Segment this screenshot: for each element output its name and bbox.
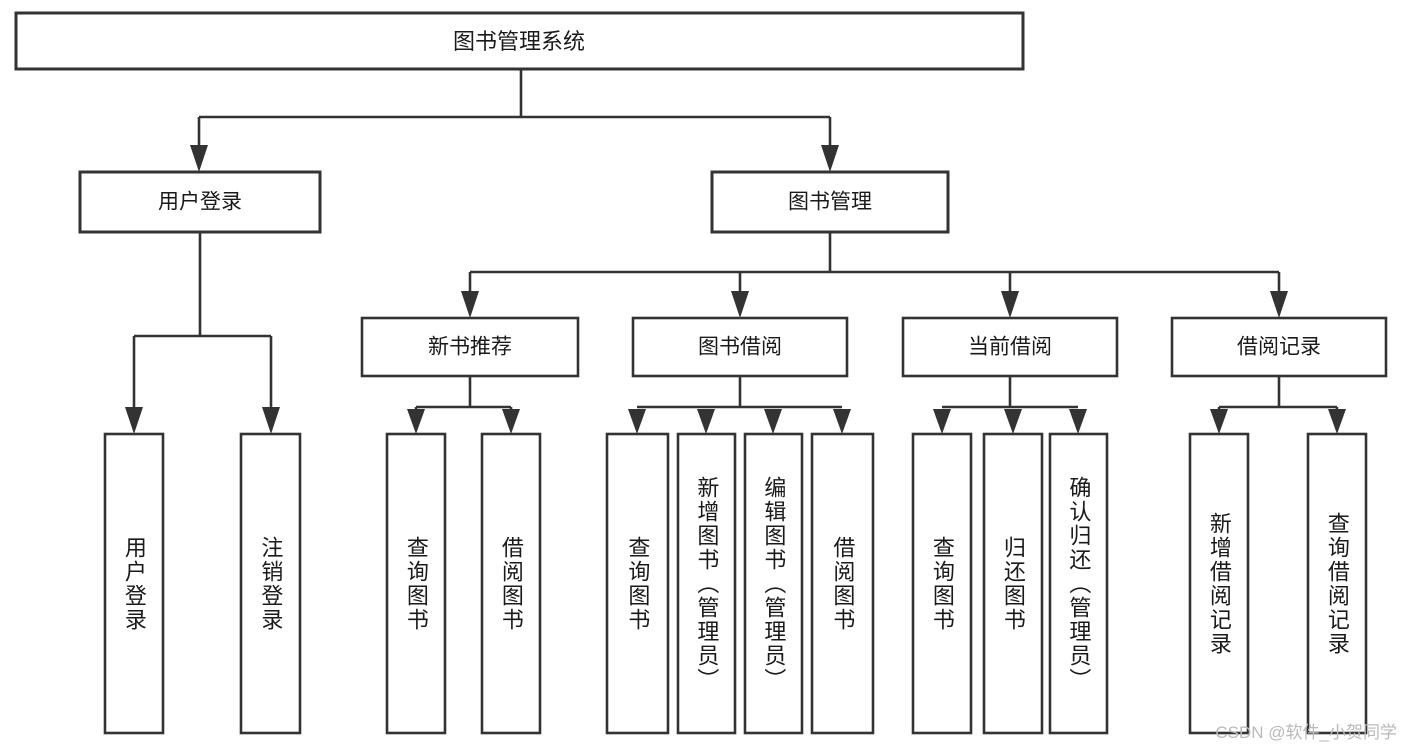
node-book-borrow[interactable]: 图书借阅 bbox=[631, 316, 849, 378]
user-login-box[interactable] bbox=[78, 170, 322, 234]
root-box[interactable] bbox=[14, 11, 1025, 71]
edge-new-book-recommend-to-leaves bbox=[407, 376, 520, 434]
arrow-head-icon bbox=[697, 409, 715, 434]
leaf-box[interactable] bbox=[480, 432, 542, 735]
borrow-record-label: 借阅记录 bbox=[1237, 336, 1321, 359]
node-user-login[interactable]: 用户登录 bbox=[78, 170, 322, 234]
leaf-box[interactable] bbox=[605, 432, 670, 735]
arrow-head-icon bbox=[1270, 291, 1288, 318]
leaf-box[interactable] bbox=[239, 432, 302, 735]
leaf-boxes bbox=[103, 432, 1368, 735]
user-login-label: 用户登录 bbox=[158, 191, 242, 214]
node-new-book-recommend[interactable]: 新书推荐 bbox=[360, 316, 580, 378]
leaf-box[interactable] bbox=[676, 432, 737, 735]
current-borrow-box[interactable] bbox=[901, 316, 1119, 378]
leaf-box[interactable] bbox=[1048, 432, 1109, 735]
node-current-borrow[interactable]: 当前借阅 bbox=[901, 316, 1119, 378]
new-book-recommend-label: 新书推荐 bbox=[428, 336, 512, 359]
arrow-head-icon bbox=[1210, 409, 1228, 434]
leaf-box[interactable] bbox=[1306, 432, 1368, 735]
arrow-head-icon bbox=[461, 291, 479, 318]
root-label: 图书管理系统 bbox=[453, 29, 585, 54]
arrow-head-icon bbox=[628, 409, 646, 434]
arrow-head-icon bbox=[262, 407, 280, 434]
arrow-head-icon bbox=[1001, 291, 1019, 318]
arrow-head-icon bbox=[125, 407, 143, 434]
arrow-head-icon bbox=[1004, 409, 1022, 434]
leaf-box[interactable] bbox=[810, 432, 875, 735]
current-borrow-label: 当前借阅 bbox=[968, 336, 1052, 359]
leaf-box[interactable] bbox=[385, 432, 447, 735]
arrow-head-icon bbox=[833, 409, 851, 434]
arrow-head-icon bbox=[1328, 409, 1346, 434]
edge-root-to-level2 bbox=[190, 69, 839, 172]
arrow-head-icon bbox=[1069, 409, 1087, 434]
edge-book-management-to-level3 bbox=[461, 232, 1288, 318]
arrow-head-icon bbox=[407, 409, 425, 434]
node-book-management[interactable]: 图书管理 bbox=[710, 170, 950, 234]
leaf-box[interactable] bbox=[1188, 432, 1250, 735]
arrow-head-icon bbox=[731, 291, 749, 318]
node-borrow-record[interactable]: 借阅记录 bbox=[1170, 316, 1388, 378]
leaf-box[interactable] bbox=[982, 432, 1044, 735]
node-root[interactable]: 图书管理系统 bbox=[14, 11, 1025, 71]
arrow-head-icon bbox=[933, 409, 951, 434]
edge-user-login-to-leaves bbox=[125, 232, 280, 434]
leaf-box[interactable] bbox=[103, 432, 165, 735]
leaf-box[interactable] bbox=[743, 432, 804, 735]
arrow-head-icon bbox=[821, 145, 839, 172]
arrow-head-icon bbox=[502, 409, 520, 434]
edge-borrow-record-to-leaves bbox=[1210, 376, 1346, 434]
book-borrow-label: 图书借阅 bbox=[698, 336, 782, 359]
edge-book-borrow-to-leaves bbox=[628, 376, 851, 434]
leaf-box[interactable] bbox=[911, 432, 973, 735]
arrow-head-icon bbox=[190, 145, 208, 172]
book-management-label: 图书管理 bbox=[788, 191, 872, 214]
new-book-recommend-box[interactable] bbox=[360, 316, 580, 378]
arrow-head-icon bbox=[764, 409, 782, 434]
watermark: CSDN @软件_小贺同学 bbox=[1215, 723, 1397, 742]
edge-current-borrow-to-leaves bbox=[933, 376, 1087, 434]
